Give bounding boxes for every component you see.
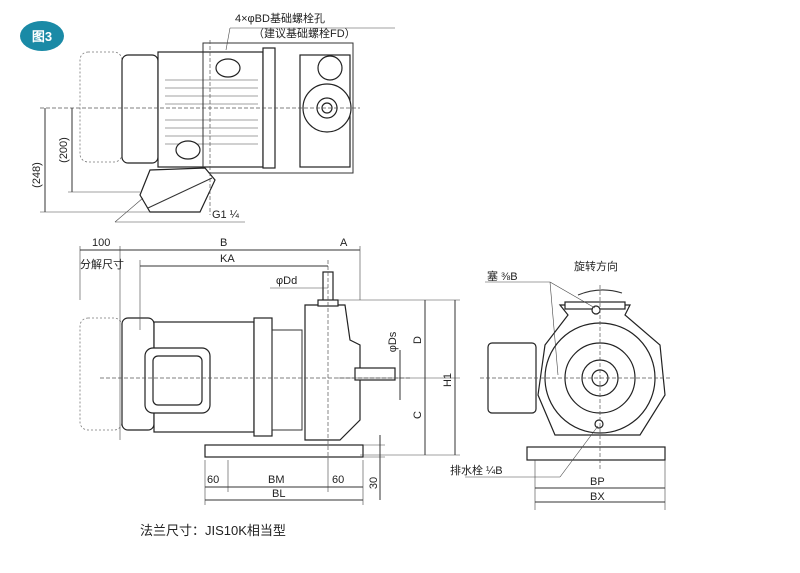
drain-label: 排水栓 ¼B <box>450 463 503 477</box>
figure-badge: 图3 <box>20 21 64 51</box>
disassembly-label: 分解尺寸 <box>80 257 124 271</box>
side-view: 100 分解尺寸 B A KA φDd φDs D C H1 60 BM 60 … <box>79 237 460 505</box>
dim-h1: H1 <box>442 373 454 387</box>
dim-d: D <box>412 336 424 344</box>
thread-label: G1 ¼ <box>212 209 240 221</box>
dim-bl: BL <box>272 488 285 500</box>
dim-100: 100 <box>92 237 110 249</box>
plug-label: 塞 ⅜B <box>487 269 518 283</box>
top-view: 4×φBD基础螺栓孔 （建议基础螺栓FD） (248) (200) G1 ¼ <box>31 11 395 223</box>
dim-bp: BP <box>590 476 605 488</box>
rotation-label: 旋转方向 <box>574 259 618 273</box>
dim-dd: φDd <box>276 275 297 287</box>
dim-60-right: 60 <box>332 474 344 486</box>
dim-c: C <box>412 411 424 419</box>
front-view: 旋转方向 塞 ⅜B 排水栓 ¼B BP BX <box>450 259 670 510</box>
dim-bm: BM <box>268 474 285 486</box>
dim-ds: φDs <box>387 331 399 352</box>
dim-248: (248) <box>31 162 43 188</box>
dim-a: A <box>340 237 348 249</box>
dim-b: B <box>220 237 227 249</box>
bolt-recommend-label: （建议基础螺栓FD） <box>253 26 356 40</box>
dim-ka: KA <box>220 253 235 265</box>
dim-bx: BX <box>590 491 605 503</box>
svg-text:图3: 图3 <box>32 29 52 44</box>
flange-caption: 法兰尺寸：JIS10K相当型 <box>140 523 286 538</box>
dim-30: 30 <box>368 477 380 489</box>
bolt-hole-label: 4×φBD基础螺栓孔 <box>235 11 325 25</box>
dim-60-left: 60 <box>207 474 219 486</box>
dim-200: (200) <box>58 137 70 163</box>
